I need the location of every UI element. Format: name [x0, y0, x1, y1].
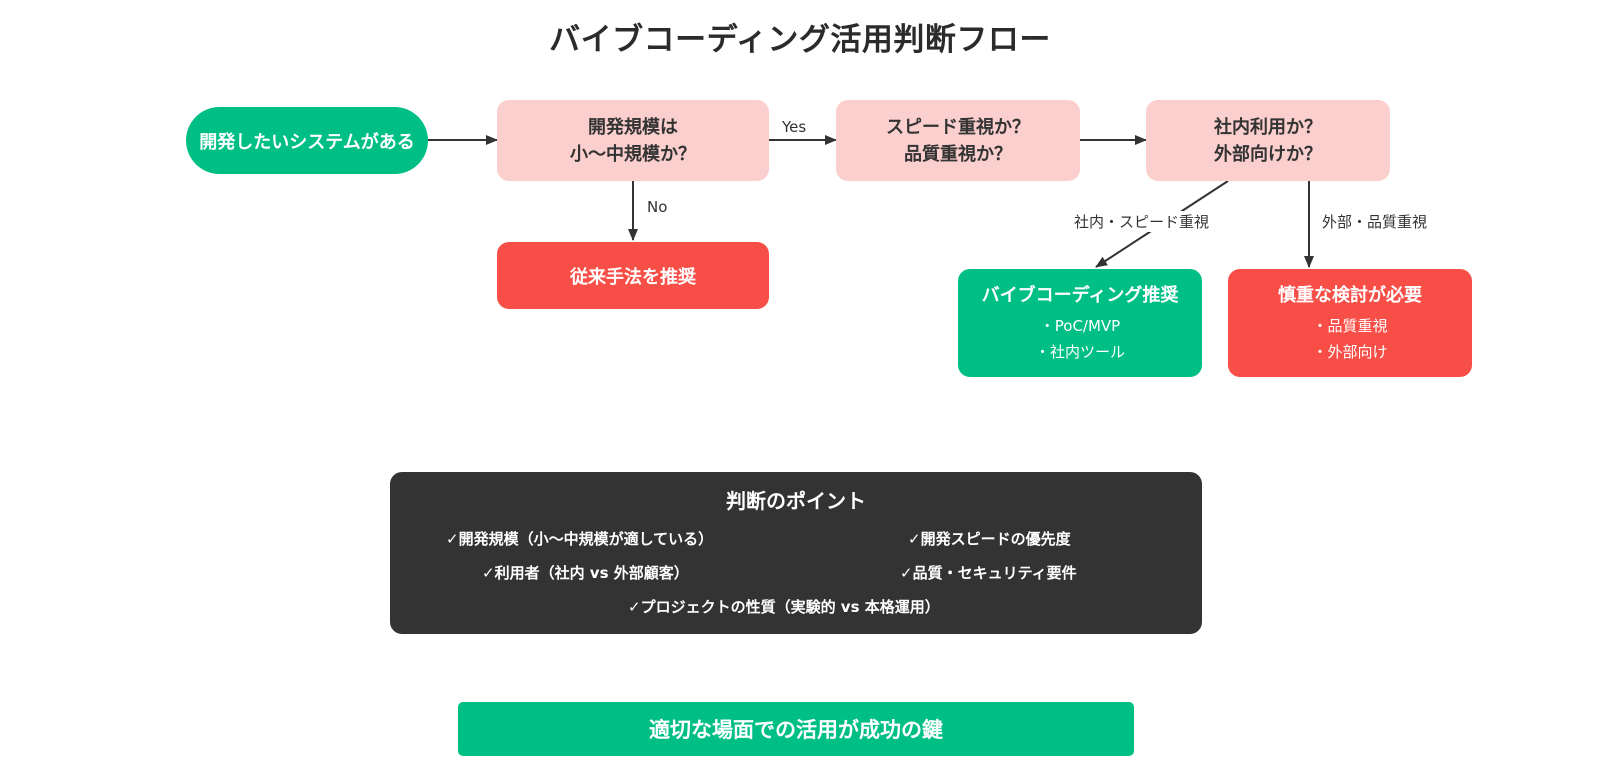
speed-question-node: スピード重視か？ 品質重視か？ — [836, 100, 1080, 181]
judgment-points-panel: 判断のポイント ✓開発規模（小〜中規模が適している） ✓開発スピードの優先度 ✓… — [390, 472, 1202, 634]
start-node: 開発したいシステムがある — [186, 107, 428, 174]
user-question-line2: 外部向けか？ — [1214, 143, 1322, 165]
scale-question-node: 開発規模は 小〜中規模か？ — [497, 100, 769, 181]
judgment-point-item: ✓開発規模（小〜中規模が適している） — [446, 530, 714, 548]
judgment-point-item: ✓品質・セキュリティ要件 — [900, 564, 1077, 582]
user-question-line1: 社内利用か？ — [1214, 116, 1322, 138]
judgment-point-item: ✓プロジェクトの性質（実験的 vs 本格運用） — [628, 598, 940, 616]
start-node-label: 開発したいシステムがある — [199, 131, 415, 153]
user-question-node: 社内利用か？ 外部向けか？ — [1146, 100, 1390, 181]
edge-label-external-quality: 外部・品質重視 — [1320, 211, 1430, 232]
speed-question-line2: 品質重視か？ — [904, 143, 1012, 165]
judgment-points-title: 判断のポイント — [726, 489, 866, 513]
careful-review-node: 慎重な検討が必要 ・品質重視 ・外部向け — [1228, 269, 1472, 377]
vibe-coding-title: バイブコーディング推奨 — [981, 285, 1179, 306]
scale-question-line1: 開発規模は — [588, 116, 678, 138]
conclusion-banner: 適切な場面での活用が成功の鍵 — [458, 702, 1134, 756]
traditional-method-node: 従来手法を推奨 — [497, 242, 769, 309]
scale-question-line2: 小〜中規模か？ — [570, 143, 696, 165]
careful-review-item: ・外部向け — [1312, 343, 1388, 361]
speed-question-line1: スピード重視か？ — [886, 116, 1030, 138]
traditional-method-label: 従来手法を推奨 — [570, 266, 696, 288]
vibe-coding-node: バイブコーディング推奨 ・PoC/MVP ・社内ツール — [958, 269, 1202, 377]
judgment-point-item: ✓利用者（社内 vs 外部顧客） — [482, 564, 689, 582]
careful-review-title: 慎重な検討が必要 — [1278, 285, 1422, 306]
careful-review-item: ・品質重視 — [1312, 317, 1388, 335]
edge-label-internal-speed: 社内・スピード重視 — [1072, 211, 1212, 232]
conclusion-banner-text: 適切な場面での活用が成功の鍵 — [649, 718, 943, 742]
vibe-coding-item: ・社内ツール — [1034, 343, 1125, 361]
judgment-point-item: ✓開発スピードの優先度 — [908, 530, 1071, 548]
edge-label-no: No — [645, 198, 670, 216]
vibe-coding-item: ・PoC/MVP — [1039, 317, 1121, 335]
page-title: バイブコーディング活用判断フロー — [549, 22, 1051, 58]
edge-label-yes: Yes — [780, 118, 809, 136]
